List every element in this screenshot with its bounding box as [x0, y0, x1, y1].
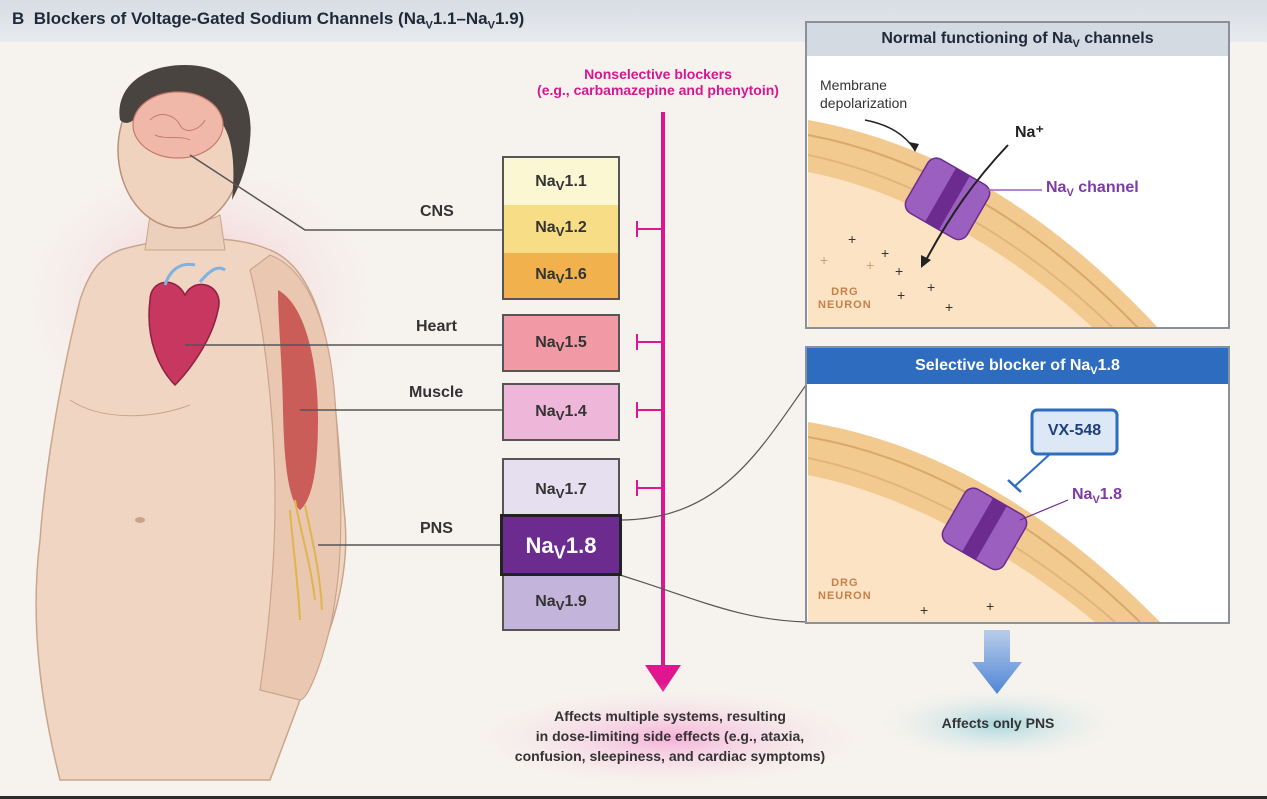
svg-text:+: +	[897, 287, 905, 303]
nav-channel-normal	[904, 157, 991, 241]
cns-connector	[189, 154, 502, 231]
svg-text:+: +	[986, 598, 994, 614]
zoom-curve-top	[619, 384, 807, 521]
channel-nav1-5: NaV1.5	[502, 314, 620, 372]
normal-panel: + + + + + + + +	[805, 21, 1230, 329]
channel-nav1-6: NaV1.6	[502, 253, 620, 300]
nonselective-label: Nonselective blockers (e.g., carbamazepi…	[508, 66, 808, 98]
title-prefix: B	[12, 9, 25, 28]
selective-arrow	[972, 630, 1022, 694]
svg-text:+: +	[927, 279, 935, 295]
title-main: Blockers of Voltage-Gated Sodium Channel…	[33, 9, 426, 28]
channel-nav1-7: NaV1.7	[502, 458, 620, 516]
title-sub1: V	[425, 19, 433, 32]
blocker-ticks	[636, 221, 663, 496]
svg-text:+: +	[895, 263, 903, 279]
title-mid: 1.1–Na	[432, 9, 488, 28]
nonselective-line2: (e.g., carbamazepine and phenytoin)	[537, 82, 779, 98]
label-heart: Heart	[416, 318, 457, 335]
selective-panel: ++	[805, 346, 1230, 624]
vx548-box	[1030, 408, 1119, 456]
brain-shape	[132, 91, 224, 159]
channel-nav1-9: NaV1.9	[502, 576, 620, 631]
channel-nav1-8: NaV1.8	[500, 514, 622, 576]
selective-panel-title: Selective blocker of NaV1.8	[915, 357, 1120, 378]
nonselective-line1: Nonselective blockers	[584, 66, 732, 82]
connector-lines	[185, 154, 502, 546]
label-pns: PNS	[420, 520, 453, 537]
drg-neuron-label-selective: DRG NEURON	[818, 577, 872, 602]
membrane-depolarization-label: Membrane depolarization	[820, 77, 908, 111]
title-sub2: V	[487, 19, 496, 32]
vx548-label: VX-548	[1047, 422, 1102, 439]
title-end: 1.9)	[495, 9, 525, 28]
page-title: B Blockers of Voltage-Gated Sodium Chann…	[12, 9, 524, 31]
selective-effects: Affects only PNS	[941, 715, 1055, 731]
nerves-shape	[289, 499, 323, 621]
normal-panel-title: Normal functioning of NaV channels	[881, 30, 1154, 51]
svg-text:+: +	[920, 602, 928, 618]
channel-nav1-1: NaV1.1	[502, 156, 620, 205]
selective-effect-glow	[868, 684, 1128, 764]
label-muscle: Muscle	[409, 384, 464, 401]
svg-text:+: +	[820, 252, 828, 268]
nonselective-arrowhead	[645, 665, 681, 692]
svg-text:+: +	[945, 299, 953, 315]
channel-nav1-2: NaV1.2	[502, 205, 620, 253]
nonselective-effect-glow	[455, 683, 885, 793]
na-ion-label: Na⁺	[1015, 124, 1044, 141]
nonselective-effects: Affects multiple systems, resulting in d…	[514, 708, 826, 764]
bottom-border	[0, 796, 1267, 799]
channel-nav1-4: NaV1.4	[502, 383, 620, 441]
nav18-channel-selective	[941, 487, 1028, 571]
label-cns: CNS	[420, 203, 454, 220]
zoom-curve-bottom	[619, 574, 807, 623]
svg-text:+: +	[881, 245, 889, 261]
nav18-label: NaV1.8	[1072, 486, 1123, 507]
human-figure	[35, 65, 347, 781]
nav-channel-label: NaV channel	[1046, 179, 1139, 200]
svg-text:+: +	[866, 257, 874, 273]
heart-shape	[148, 281, 220, 387]
drg-neuron-label-normal: DRG NEURON	[818, 286, 872, 311]
svg-text:+: +	[848, 231, 856, 247]
